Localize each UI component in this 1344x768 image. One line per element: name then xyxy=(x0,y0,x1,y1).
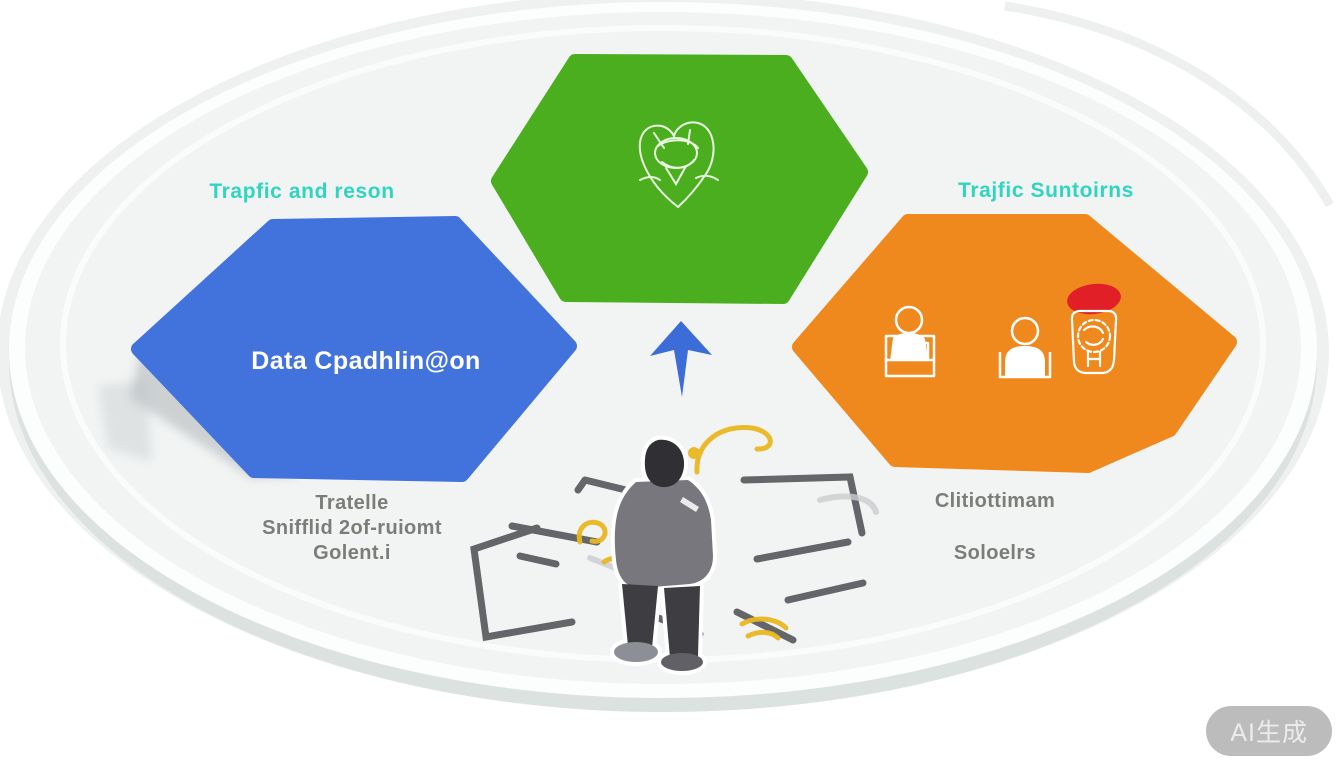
person-right-shoe xyxy=(661,653,703,671)
person-jacket xyxy=(614,480,713,588)
watermark-text: AI生成 xyxy=(1230,719,1308,747)
person-left-shoe xyxy=(614,642,658,662)
orange-hexagon-icons xyxy=(884,283,1121,379)
orange-hexagon xyxy=(792,214,1237,473)
ai-generated-watermark-badge: AI生成 xyxy=(1206,706,1332,756)
brain-head-icon xyxy=(1067,283,1121,375)
person-silhouette xyxy=(610,435,717,675)
red-beret-shape xyxy=(1067,283,1121,315)
person-bust-icon xyxy=(998,316,1052,379)
seated-person-icon xyxy=(884,305,936,378)
up-arrow-icon xyxy=(650,321,712,397)
person-jacket-stripe xyxy=(680,497,699,512)
blue-hexagon xyxy=(131,216,577,482)
person-head xyxy=(644,439,685,488)
person-legs xyxy=(622,584,700,658)
platform-top-right-arc xyxy=(1004,1,1334,208)
heart-doodle-icon xyxy=(638,121,719,209)
